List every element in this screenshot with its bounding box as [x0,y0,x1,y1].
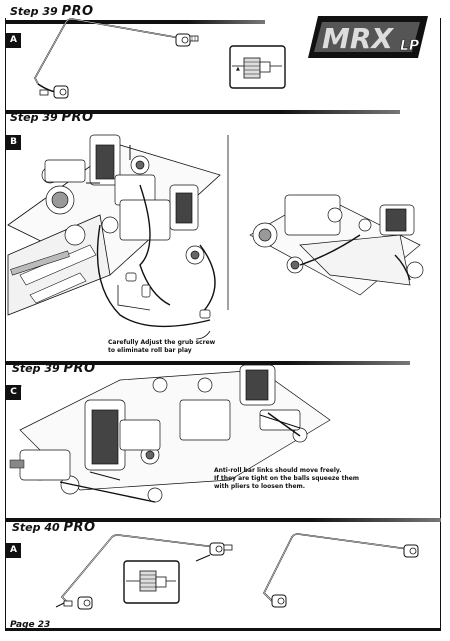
step-40-roll-bar-drawing [55,533,419,610]
step-title: Step 39 PRO [10,4,94,19]
bottom-border [5,628,441,631]
page-number: Page 23 [10,620,51,630]
step-title: Step 40 PRO [12,520,96,535]
left-border [5,18,6,628]
section-marker: A [6,33,21,48]
caption-line: Anti-roll bar links should move freely. [214,467,342,474]
caption-line: If they are tight on the balls squeeze t… [214,475,360,482]
grub-screw-caption: Carefully Adjust the grub screw to elimi… [108,339,215,355]
brand-logo: MRX LP [300,8,438,68]
logo-text: MRX [322,22,394,55]
step-b-chassis-drawing [7,134,424,340]
step-header-bar [5,20,265,24]
caption-line: to eliminate roll bar play [108,347,192,354]
caption-line: Carefully Adjust the grub screw [108,339,216,346]
step-c-chassis-drawing [5,364,331,503]
caption-line: with pliers to loosen them. [214,483,306,490]
logo-suffix: LP [400,38,420,54]
step-header-bar [5,361,410,365]
step-a-roll-bar-drawing: ▲ [34,18,286,99]
section-marker: B [6,135,21,150]
section-marker: C [6,385,21,400]
right-border [440,18,441,628]
step-header-bar [5,518,441,522]
section-marker: A [6,543,21,558]
svg-text:▲: ▲ [236,66,240,72]
logo-graphic: MRX LP [308,16,428,58]
step-header-bar [5,110,400,114]
anti-roll-caption: Anti-roll bar links should move freely. … [214,467,359,491]
